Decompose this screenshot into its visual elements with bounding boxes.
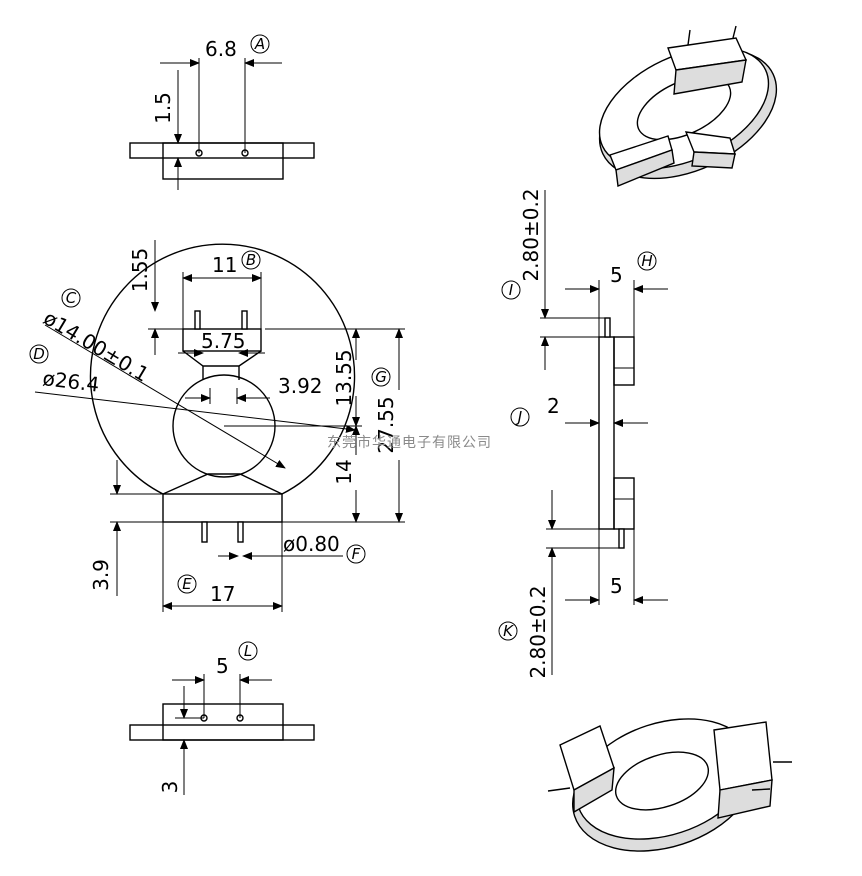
front-view-pin-top-right (241, 310, 248, 330)
side-view-plate (598, 336, 615, 530)
label-h-circle (637, 251, 657, 271)
dim-g-total: 27.55 (374, 396, 398, 453)
dim-h-value: 5 (610, 263, 623, 287)
label-b: B (246, 251, 256, 269)
label-e-circle (177, 574, 197, 594)
label-k-circle (498, 621, 518, 641)
label-c: C (66, 289, 77, 307)
label-e: E (182, 575, 192, 593)
side-view-pin-bottom (618, 528, 625, 549)
bottom-view-body (162, 703, 284, 741)
label-f-circle (346, 544, 366, 564)
isometric-view-top (598, 25, 778, 187)
label-g: G (375, 368, 387, 386)
front-view-pin-bottom-right (237, 521, 244, 543)
label-a-circle (250, 34, 270, 54)
dim-b-value: 11 (212, 253, 237, 277)
label-j: J (515, 408, 522, 426)
isometric-view-bottom (547, 718, 792, 852)
front-view: 11 B 1.55 5.75 3.92 ø14.00±0.1 C ø26.4 D (29, 240, 405, 612)
front-view-pin-top-left (194, 310, 201, 330)
label-a: A (254, 35, 265, 53)
dim-g-top: 13.55 (332, 349, 356, 406)
dim-d-value: ø26.4 (41, 366, 100, 397)
dim-k-width: 5 (610, 574, 623, 598)
side-view: 5 H 2.80±0.2 I 2 J 2.80±0.2 K 5 (498, 188, 668, 679)
label-h: H (641, 252, 652, 270)
label-l-circle (238, 641, 258, 661)
leader-d (34, 391, 356, 433)
dim-a-value: 6.8 (205, 37, 237, 61)
label-d-circle (29, 344, 49, 364)
bottom-view: 5 L 3 (129, 641, 315, 795)
side-view-pin-top (604, 317, 611, 338)
label-k: K (503, 622, 514, 640)
dim-f-value: ø0.80 (283, 532, 340, 556)
dim-k-value: 2.80±0.2 (526, 585, 550, 678)
top-view-body (162, 142, 284, 180)
front-view-header (182, 328, 262, 352)
front-view-base (162, 493, 283, 523)
front-view-outline (89, 243, 356, 495)
label-l: L (244, 642, 252, 660)
dim-i-value: 2.80±0.2 (519, 188, 543, 281)
dim-b-height: 1.55 (128, 248, 152, 293)
side-view-lug-top (613, 336, 635, 386)
label-i-circle (501, 280, 521, 300)
label-f: F (352, 545, 361, 563)
top-view: 6.8 A 1.5 (129, 34, 315, 190)
bottom-view-flange (129, 724, 315, 741)
dim-e-height: 3.9 (89, 559, 113, 591)
label-d: D (33, 345, 45, 363)
front-view-pin-bottom-left (201, 521, 208, 543)
label-b-circle (241, 250, 261, 270)
dim-e-value: 17 (210, 582, 235, 606)
label-g-circle (371, 367, 391, 387)
side-view-lug-bottom (613, 477, 635, 530)
watermark: 东莞市华通电子有限公司 (327, 434, 492, 451)
dim-a-height: 1.5 (151, 92, 175, 124)
dim-g-bottom: 14 (332, 459, 356, 484)
label-i: I (509, 281, 514, 299)
dim-neck-value: 3.92 (278, 374, 323, 398)
dim-l-height: 3 (158, 781, 182, 794)
dim-slot-value: 5.75 (201, 329, 246, 353)
leader-c (44, 324, 286, 469)
dim-l-value: 5 (216, 654, 229, 678)
dim-j-value: 2 (547, 394, 560, 418)
label-c-circle (61, 288, 81, 308)
top-view-flange (129, 142, 315, 159)
label-j-circle (510, 407, 530, 427)
